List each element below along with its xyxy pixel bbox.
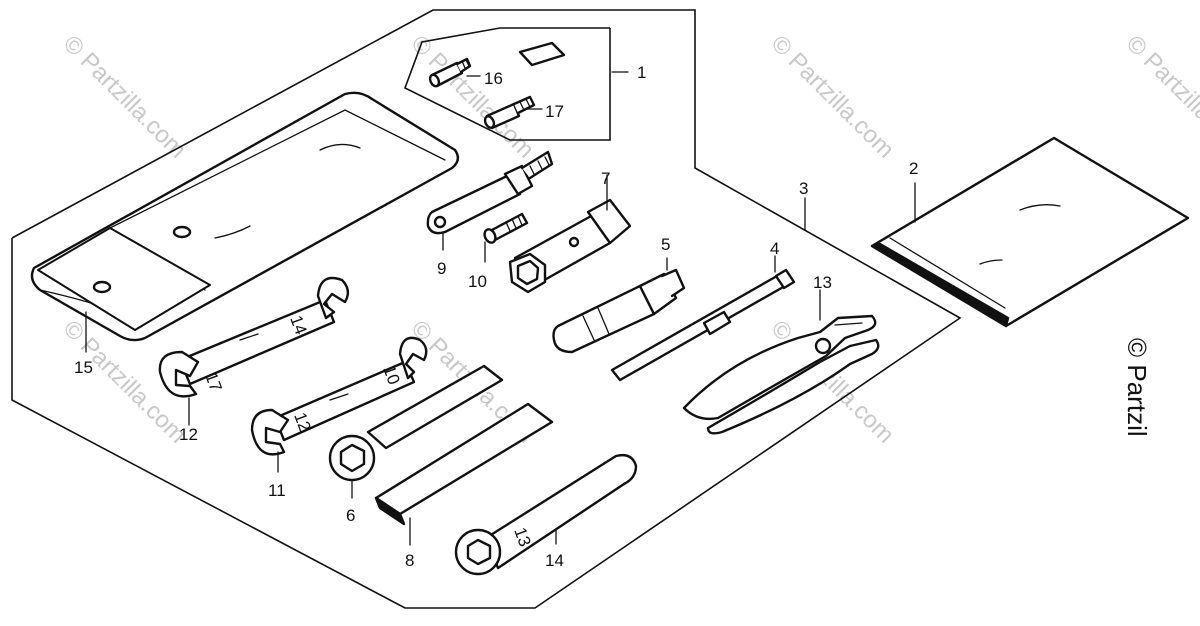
wrench-12: 14 17 bbox=[158, 276, 350, 426]
flat-bar-8 bbox=[374, 402, 554, 546]
box-spanner-7 bbox=[508, 174, 632, 294]
pliers-13 bbox=[682, 289, 880, 435]
callout-3: 3 bbox=[799, 179, 808, 198]
callout-17: 17 bbox=[545, 102, 564, 121]
ring-spanner-6 bbox=[328, 364, 504, 499]
callout-10: 10 bbox=[468, 272, 487, 291]
callout-8: 8 bbox=[405, 551, 414, 570]
callout-2: 2 bbox=[909, 159, 918, 178]
callout-12: 12 bbox=[179, 425, 198, 444]
callout-16: 16 bbox=[484, 69, 503, 88]
callout-13: 13 bbox=[813, 273, 832, 292]
callout-7: 7 bbox=[601, 169, 610, 188]
kit-outline bbox=[11, 9, 962, 609]
tool-bag-15 bbox=[30, 91, 460, 353]
watermark-4: © Partzilla.com bbox=[1121, 30, 1200, 163]
screwdriver-4 bbox=[610, 255, 796, 382]
screwdriver-5 bbox=[552, 257, 686, 354]
callout-11: 11 bbox=[268, 481, 286, 500]
item-1-group-box bbox=[404, 27, 611, 141]
callout-14: 14 bbox=[545, 551, 564, 570]
watermark-1: © Partzilla.com bbox=[58, 30, 191, 163]
owners-manual-2 bbox=[870, 136, 1190, 328]
bolt-10 bbox=[483, 212, 529, 263]
callout-4: 4 bbox=[770, 239, 779, 258]
callout-5: 5 bbox=[661, 235, 670, 254]
callout-9: 9 bbox=[437, 259, 446, 278]
callout-6: 6 bbox=[346, 506, 355, 525]
ring-wrench-14: 13 bbox=[454, 453, 638, 576]
label-plate bbox=[518, 41, 566, 67]
screwdriver-handle-9 bbox=[426, 150, 554, 251]
watermark-3: © Partzilla.com bbox=[766, 30, 899, 163]
wrench-11: 10 12 bbox=[250, 336, 428, 473]
callout-1: 1 bbox=[637, 63, 646, 82]
copyright-corner: © Partzil bbox=[1122, 338, 1152, 437]
screw-16 bbox=[428, 57, 472, 88]
callout-15: 15 bbox=[74, 358, 93, 377]
callout-labels: 1 2 3 4 5 6 7 8 9 10 11 12 13 14 15 16 1… bbox=[74, 63, 918, 570]
screw-17 bbox=[483, 95, 536, 130]
